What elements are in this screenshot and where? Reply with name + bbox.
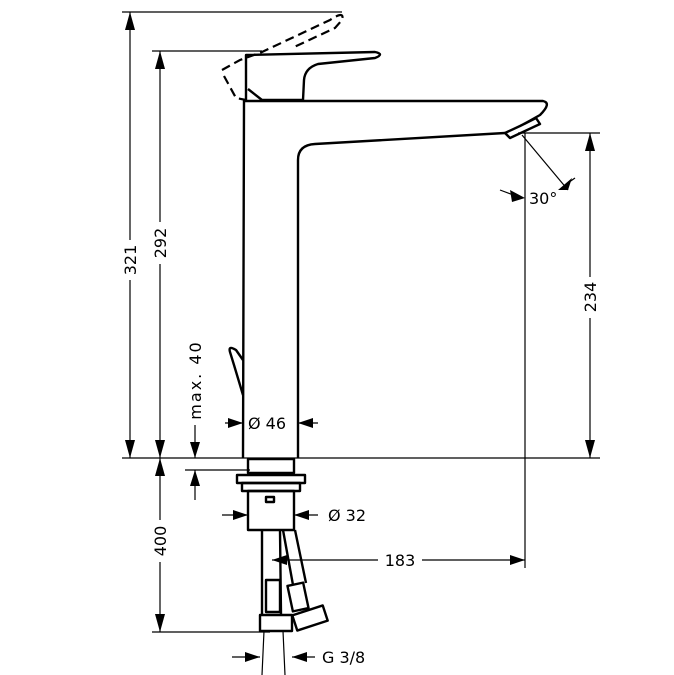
- dimension-183: 183: [272, 551, 525, 570]
- extension-lines: [122, 11, 600, 633]
- dimension-292: 292: [151, 51, 170, 458]
- dimension-label-46: Ø 46: [248, 414, 286, 433]
- dimension-diameter-32: Ø 32: [222, 506, 366, 525]
- dimension-400: 400: [151, 458, 170, 632]
- dimension-label-max-40: max. 40: [186, 340, 205, 419]
- faucet-body: [241, 99, 548, 459]
- popup-rod: [228, 346, 245, 396]
- dimension-321: 321: [121, 12, 140, 458]
- dimension-g-3-8: G 3/8: [232, 648, 365, 667]
- dimension-label-234: 234: [581, 282, 600, 313]
- lever-handle: [221, 13, 382, 102]
- dimension-max-40: max. 40: [186, 340, 205, 500]
- dimension-label-321: 321: [121, 245, 140, 276]
- dimension-label-g-3-8: G 3/8: [322, 648, 365, 667]
- supply-hoses: [258, 529, 329, 675]
- dimension-diameter-46: Ø 46: [225, 414, 318, 433]
- dimension-label-400: 400: [151, 526, 170, 557]
- dimension-label-183: 183: [385, 551, 416, 570]
- mounting-shank: [235, 457, 307, 532]
- dimension-234: 234: [581, 133, 600, 458]
- dimension-label-292: 292: [151, 228, 170, 259]
- dimension-label-32: Ø 32: [328, 506, 366, 525]
- dimension-label-30: 30°: [529, 189, 557, 208]
- dimension-30-degree: 30°: [499, 134, 576, 208]
